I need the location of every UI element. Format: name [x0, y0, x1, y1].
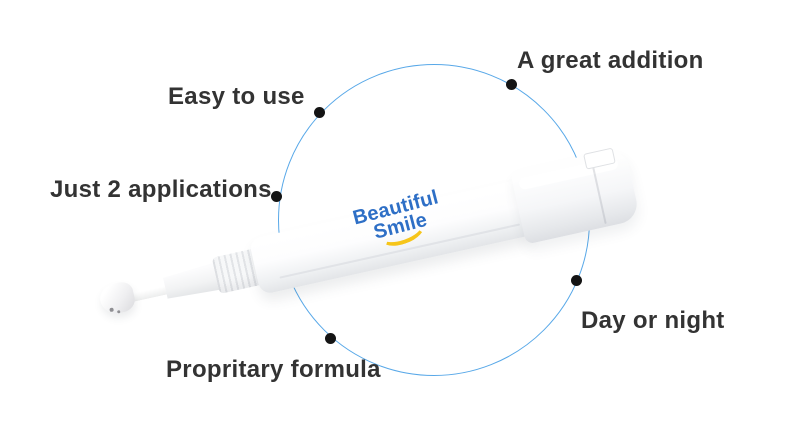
feature-dot-easy-to-use [314, 107, 325, 118]
feature-label-easy-to-use: Easy to use [168, 83, 305, 110]
feature-dot-great-addition [506, 79, 517, 90]
feature-label-just-2-applications: Just 2 applications [50, 176, 272, 203]
pen-cap [510, 146, 641, 245]
feature-label-propritary-formula: Propritary formula [166, 356, 381, 383]
brush-speck [116, 309, 121, 314]
feature-label-day-or-night: Day or night [581, 307, 725, 334]
pen-brush-tip [97, 279, 138, 317]
feature-label-great-addition: A great addition [517, 47, 704, 74]
feature-dot-just-2-applications [271, 191, 282, 202]
feature-dot-propritary-formula [325, 333, 336, 344]
feature-dot-day-or-night [571, 275, 582, 286]
brush-speck [109, 307, 115, 313]
